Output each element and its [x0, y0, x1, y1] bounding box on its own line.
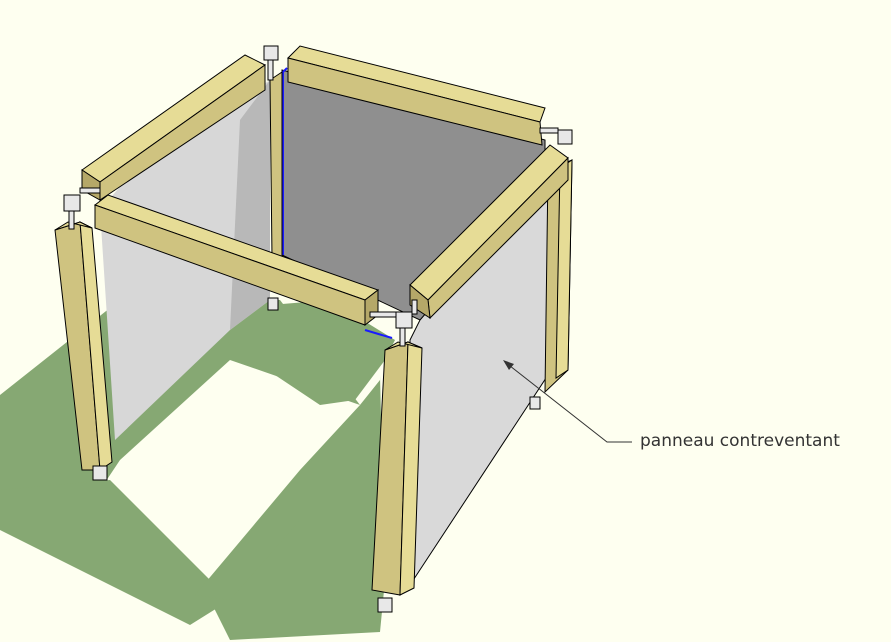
selected-edge — [282, 67, 288, 255]
selected-edge-bottom — [364, 329, 393, 339]
post-back-left — [269, 71, 283, 259]
annotation-label: panneau contreventant — [640, 431, 840, 451]
metal-connectors — [63, 45, 573, 613]
leader-arrowhead-icon — [503, 360, 514, 370]
leader-line — [504, 361, 632, 443]
